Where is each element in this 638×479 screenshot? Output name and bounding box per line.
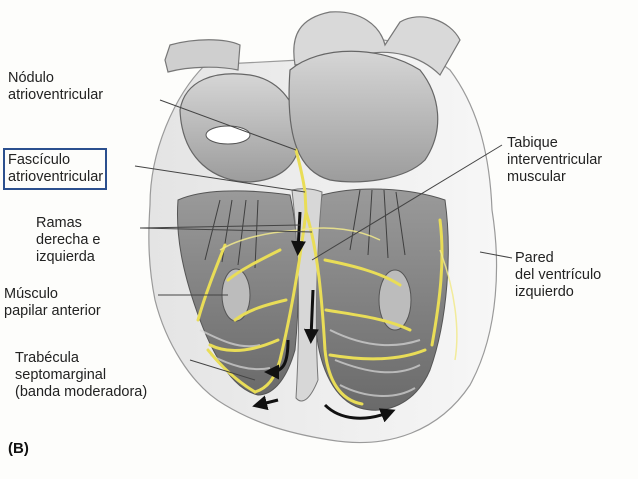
arrow-rv-apex [264, 339, 290, 380]
coronary-sinus-opening [205, 125, 251, 145]
av-node-path [294, 148, 307, 194]
label-line: Fascículo [8, 152, 71, 168]
left-bundle-branch [304, 210, 364, 406]
label-line: papilar anterior [4, 303, 101, 319]
label-line: muscular [507, 169, 566, 185]
label-tabique: Tabique interventricular muscular [507, 135, 602, 186]
label-line: Nódulo [8, 70, 54, 86]
label-pared: Pared del ventrículo izquierdo [515, 250, 601, 301]
panel-label: (B) [8, 440, 29, 457]
arrow-lv-apex [323, 403, 396, 423]
label-line: del ventrículo [515, 267, 602, 283]
aorta [293, 11, 461, 76]
label-line: izquierda [36, 249, 95, 265]
impulse-arrows [252, 211, 396, 423]
label-line: Trabécula [15, 350, 79, 366]
left-papillary-muscle [378, 269, 412, 331]
label-line: Músculo [4, 286, 58, 302]
label-line: atrioventricular [8, 169, 104, 185]
label-fasciculo-av: Fascículo atrioventricular [3, 148, 108, 190]
label-musculo-papilar: Músculo papilar anterior [4, 286, 101, 320]
leader-lines [134, 99, 513, 381]
av-bundle-path [303, 190, 308, 214]
label-nodulo-av: Nódulo atrioventricular [8, 70, 103, 104]
arrow-rv-base [252, 395, 279, 411]
arrow-septum-down [303, 289, 319, 344]
label-line: septomarginal [15, 367, 107, 383]
label-line: (banda moderadora) [15, 384, 148, 400]
label-line: atrioventricular [8, 87, 104, 103]
label-line: izquierdo [515, 284, 574, 300]
left-atrium [288, 50, 439, 183]
label-line: interventricular [507, 152, 603, 168]
label-line: derecha e [36, 232, 101, 248]
label-ramas: Ramas derecha e izquierda [36, 215, 101, 266]
label-trabecula: Trabécula septomarginal (banda moderador… [15, 350, 147, 401]
label-line: Pared [515, 250, 554, 266]
arrow-right-branch [290, 211, 306, 256]
label-line: Ramas [36, 215, 82, 231]
label-line: Tabique [507, 135, 558, 151]
superior-vena-cava [164, 39, 241, 73]
